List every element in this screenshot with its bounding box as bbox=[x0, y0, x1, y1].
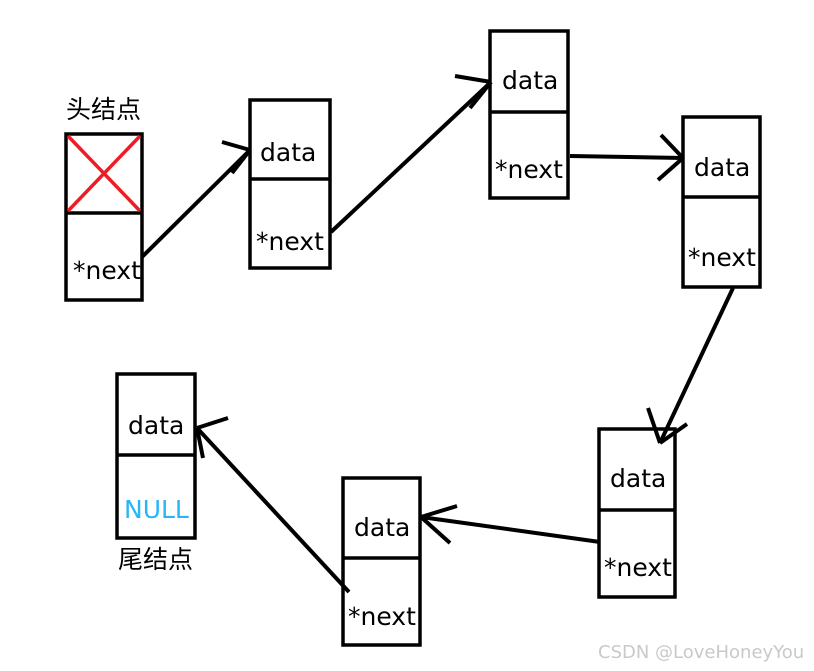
arrow-head-barb-b bbox=[419, 515, 452, 545]
node-n4[interactable]: data *next bbox=[681, 115, 762, 289]
arrow-head-barb-a bbox=[454, 74, 492, 84]
n2-node-box bbox=[248, 98, 332, 270]
n3-node-data-label: data bbox=[502, 66, 558, 95]
arrow-shaft bbox=[420, 515, 601, 544]
n2-node-data-label: data bbox=[260, 138, 316, 167]
arrow-n4-to-n5 bbox=[646, 287, 735, 445]
arrow-shaft bbox=[569, 154, 684, 160]
arrow-shaft bbox=[658, 287, 735, 444]
n3-node-box bbox=[488, 29, 570, 200]
arrow-head-barb-b bbox=[658, 422, 689, 445]
arrow-head-barb-a bbox=[646, 407, 662, 444]
arrow-head-barb-b bbox=[468, 80, 493, 110]
n6-node-box bbox=[341, 476, 422, 647]
tail-node-caption: 尾结点 bbox=[118, 545, 193, 574]
head-node-next-label: *next bbox=[73, 256, 141, 285]
node-n6[interactable]: data *next bbox=[341, 476, 422, 647]
arrow-n5-to-n6 bbox=[419, 504, 601, 545]
arrow-shaft bbox=[195, 426, 351, 594]
node-n5[interactable]: data *next bbox=[597, 427, 677, 599]
tail-node-data-label: data bbox=[128, 411, 184, 440]
arrow-shaft bbox=[140, 148, 252, 259]
n6-node-next-label: *next bbox=[348, 602, 416, 631]
arrow-n2-to-n3 bbox=[329, 74, 493, 234]
head-node-caption: 头结点 bbox=[66, 95, 141, 124]
n4-node-next-label: *next bbox=[688, 243, 756, 272]
n5-node-next-label: *next bbox=[604, 553, 672, 582]
node-head[interactable]: 头结点 *next bbox=[64, 95, 144, 302]
n6-node-data-label: data bbox=[354, 513, 410, 542]
watermark-label: CSDN @LoveHoneyYou bbox=[598, 642, 804, 663]
arrow-head-barb-b bbox=[230, 148, 252, 175]
node-n3[interactable]: data *next bbox=[488, 29, 570, 200]
n3-node-next-label: *next bbox=[495, 155, 563, 184]
n2-node-next-label: *next bbox=[256, 227, 324, 256]
arrow-head-barb-b bbox=[656, 156, 685, 182]
head-node-data-cell bbox=[66, 134, 142, 213]
arrow-n3-to-n4 bbox=[569, 133, 685, 182]
node-tail[interactable]: data NULL 尾结点 bbox=[115, 372, 197, 574]
arrow-head-barb-a bbox=[196, 416, 229, 430]
arrow-head-barb-a bbox=[659, 133, 685, 160]
cross-icon-line-b bbox=[66, 134, 142, 213]
n4-node-box bbox=[681, 115, 762, 289]
node-n2[interactable]: data *next bbox=[248, 98, 332, 270]
arrow-shaft bbox=[329, 80, 493, 234]
n5-node-box bbox=[597, 427, 677, 599]
n4-node-data-label: data bbox=[694, 153, 750, 182]
n5-node-data-label: data bbox=[610, 464, 666, 493]
arrow-head-barb-a bbox=[420, 504, 458, 519]
head-node-box bbox=[64, 132, 144, 302]
arrow-n6-to-tail bbox=[195, 416, 351, 594]
tail-node-next-label: NULL bbox=[124, 495, 189, 524]
arrow-head-barb-b bbox=[195, 427, 205, 459]
arrow-head-barb-a bbox=[221, 140, 251, 152]
arrow-head-to-n2 bbox=[140, 140, 252, 259]
